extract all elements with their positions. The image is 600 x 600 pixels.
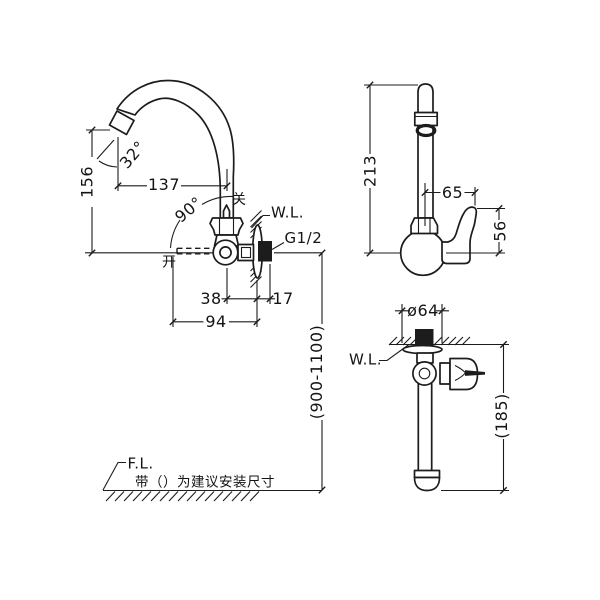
- valve-connector-detail: [240, 246, 252, 259]
- wall-line-leader: [251, 214, 270, 229]
- top-spout-tube: [417, 382, 433, 472]
- angle-32: 32°: [116, 137, 150, 172]
- front-bonnet-nut-facets: [417, 218, 431, 234]
- dim-65: 65: [442, 183, 463, 202]
- top-handle-needle: [465, 370, 485, 376]
- dim-ticks-side: [88, 126, 326, 494]
- top-valve-ring: [412, 361, 437, 386]
- front-view: 213 65 56: [361, 81, 510, 277]
- floor-area: F.L. 带（）为建议安装尺寸: [102, 455, 322, 502]
- dim-156: 156: [78, 166, 97, 198]
- front-aerator-outlet: [415, 123, 437, 138]
- valve-connector: [237, 243, 255, 262]
- label-wall-line-side: W.L.: [271, 204, 304, 222]
- valve-body: [212, 239, 239, 266]
- top-wall-line-leader: [379, 344, 410, 362]
- top-spout-cap-end: [413, 476, 441, 492]
- dim-185: (185): [492, 393, 511, 439]
- label-wall-line-top: W.L.: [349, 351, 382, 369]
- thread-leader: [271, 242, 285, 250]
- dim-38: 38: [200, 289, 221, 308]
- extension-lines-front: [364, 84, 505, 254]
- top-view: ø64 (185) W.L.: [349, 301, 511, 495]
- dim-56: 56: [491, 220, 510, 241]
- valve-stem: [219, 246, 232, 259]
- top-handle-collar: [439, 362, 451, 385]
- handle-swing-arc: [169, 195, 234, 249]
- dim-dia64: ø64: [407, 301, 439, 320]
- label-open: 开: [162, 255, 176, 271]
- thread-g12-section: [258, 241, 272, 262]
- installation-note: 带（）为建议安装尺寸: [135, 475, 275, 491]
- front-aerator-collar: [413, 111, 439, 127]
- side-view: 156 137 32° 90° 38 17 94 (900-1100) 关 开 …: [78, 79, 326, 494]
- dim-213: 213: [361, 155, 380, 187]
- dim-ticks-front: [366, 81, 503, 257]
- top-spout-cap-collar: [413, 469, 441, 479]
- dim-137: 137: [148, 175, 180, 194]
- front-valve-body: [399, 229, 447, 277]
- top-valve-stem: [418, 367, 431, 380]
- bonnet-nut: [209, 217, 244, 236]
- top-wall-hatching: [388, 336, 471, 346]
- label-thread-size: G1/2: [285, 229, 323, 247]
- spout-angle-mark: [96, 139, 118, 168]
- label-floor-line: F.L.: [128, 455, 154, 473]
- dim-install-height: (900-1100): [307, 325, 326, 420]
- dim-94: 94: [205, 312, 226, 331]
- dim-17: 17: [272, 289, 293, 308]
- handle-lever-open-dashed: [177, 247, 214, 255]
- front-bonnet-nut: [410, 217, 439, 235]
- angle-90: 90°: [171, 193, 206, 227]
- extension-lines-side: [86, 129, 271, 327]
- spout-nozzle: [108, 110, 135, 136]
- floor-hatching: [105, 491, 260, 502]
- dim-ticks-top: [398, 307, 508, 495]
- bonnet-nut-facets: [218, 218, 235, 235]
- floor-line-leader: [102, 461, 126, 491]
- label-closed: 关: [232, 192, 246, 208]
- front-handle: [441, 206, 478, 265]
